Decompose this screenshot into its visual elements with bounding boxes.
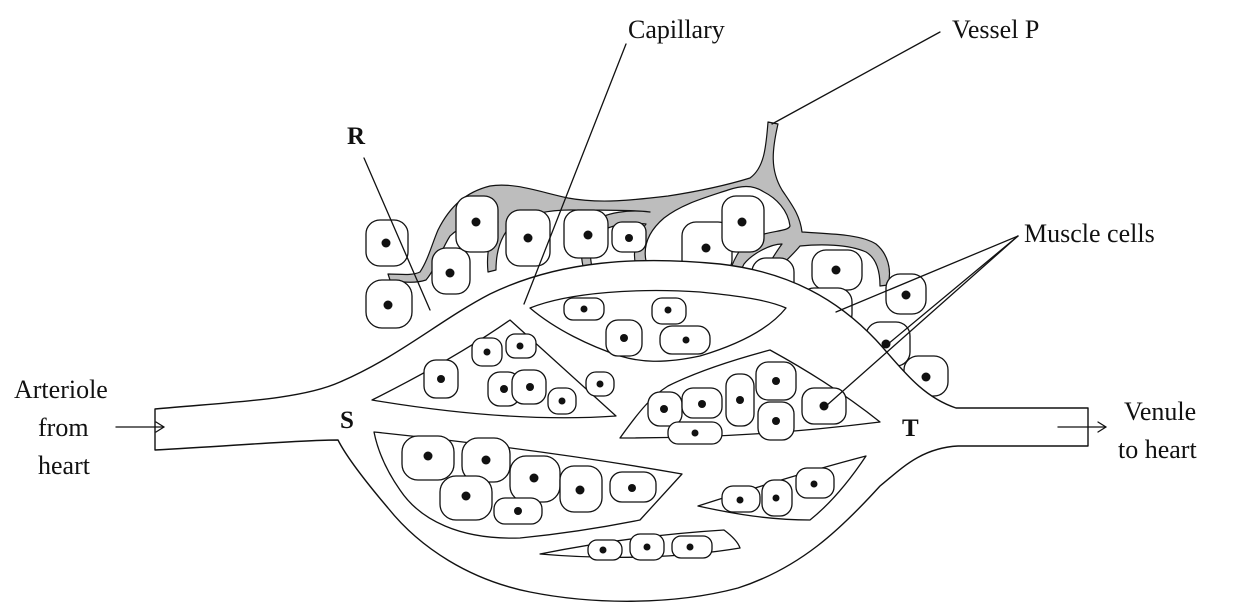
label-arteriole-1: Arteriole xyxy=(14,375,108,404)
muscle-cell xyxy=(682,388,722,418)
muscle-cell xyxy=(548,388,576,414)
muscle-cell xyxy=(564,298,604,320)
muscle-cell xyxy=(588,540,622,560)
muscle-cell xyxy=(440,476,492,520)
muscle-cell xyxy=(886,274,926,314)
muscle-cell xyxy=(366,220,408,266)
muscle-cell xyxy=(366,280,412,328)
muscle-cell xyxy=(586,372,614,396)
muscle-cell xyxy=(610,472,656,502)
label-muscle-cells: Muscle cells xyxy=(1024,219,1155,248)
muscle-cell xyxy=(402,436,454,480)
muscle-cell xyxy=(606,320,642,356)
label-venule-1: Venule xyxy=(1124,397,1196,426)
vessel-p-leader xyxy=(772,32,940,124)
muscle-cell xyxy=(564,210,608,258)
label-r: R xyxy=(347,123,366,150)
label-s: S xyxy=(340,407,354,434)
muscle-cell xyxy=(472,338,502,366)
label-vessel-p: Vessel P xyxy=(952,15,1039,44)
muscle-cell xyxy=(668,422,722,444)
muscle-cell xyxy=(432,248,470,294)
label-t: T xyxy=(902,415,919,442)
muscle-cell xyxy=(630,534,664,560)
muscle-cell xyxy=(648,392,682,426)
label-venule-2: to heart xyxy=(1118,435,1197,464)
muscle-cell xyxy=(494,498,542,524)
muscle-cell xyxy=(660,326,710,354)
muscle-cell xyxy=(722,196,764,252)
muscle-cell xyxy=(512,370,546,404)
label-arteriole-3: heart xyxy=(38,451,91,480)
muscle-cell xyxy=(560,466,602,512)
muscle-cell xyxy=(722,486,760,512)
muscle-cell xyxy=(726,374,754,426)
muscle-cell xyxy=(812,250,862,290)
label-capillary: Capillary xyxy=(628,15,725,44)
muscle-cell xyxy=(510,456,560,502)
muscle-cell xyxy=(424,360,458,398)
muscle-cell xyxy=(672,536,712,558)
muscle-cell xyxy=(796,468,834,498)
muscle-cell xyxy=(506,334,536,358)
muscle-cell xyxy=(652,298,686,324)
muscle-cell xyxy=(506,210,550,266)
label-arteriole-2: from xyxy=(38,413,89,442)
muscle-cell xyxy=(762,480,792,516)
muscle-cell xyxy=(758,402,794,440)
muscle-cell xyxy=(756,362,796,400)
muscle-cell xyxy=(456,196,498,252)
muscle-cell xyxy=(612,222,646,252)
